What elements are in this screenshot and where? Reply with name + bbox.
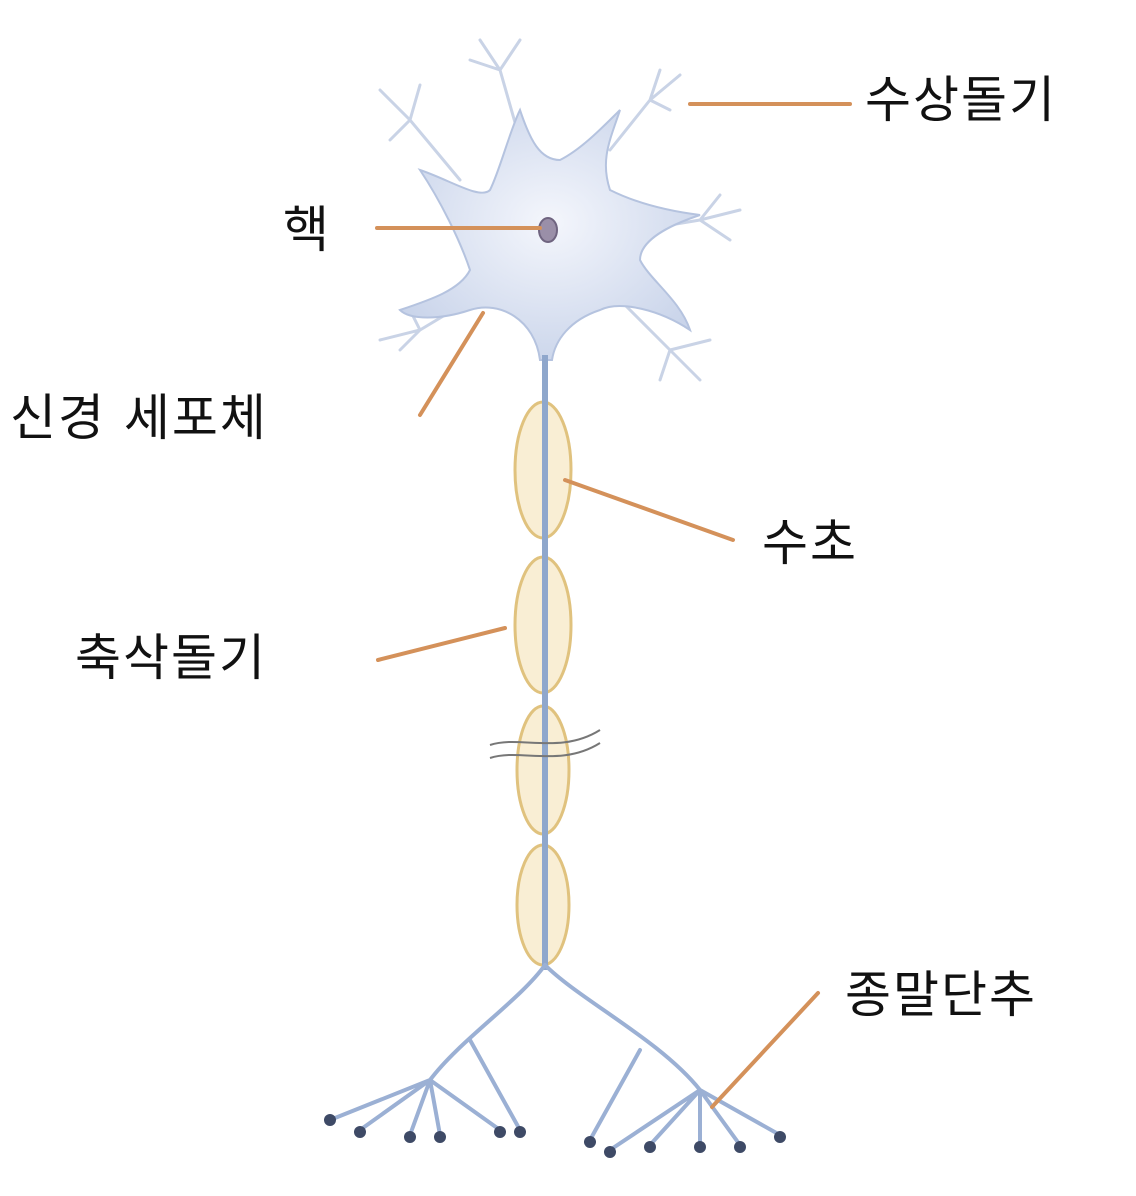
label-myelin: 수초 [762,514,858,572]
label-axon: 축삭돌기 [75,629,267,687]
label-cell-body: 신경 세포체 [10,389,268,447]
label-dendrite: 수상돌기 [865,71,1057,129]
leader-cell-body [418,311,485,417]
nucleus [538,217,558,243]
dendrites [378,38,742,382]
leader-axon [376,626,507,662]
label-nucleus: 핵 [283,201,331,259]
leader-lines [375,102,852,1109]
axon-break [489,729,601,759]
label-terminal: 종말단추 [845,966,1037,1024]
leader-terminal [710,991,820,1109]
axon-terminals [328,963,782,1152]
terminal-buttons [324,1114,786,1158]
leader-myelin [563,478,735,542]
